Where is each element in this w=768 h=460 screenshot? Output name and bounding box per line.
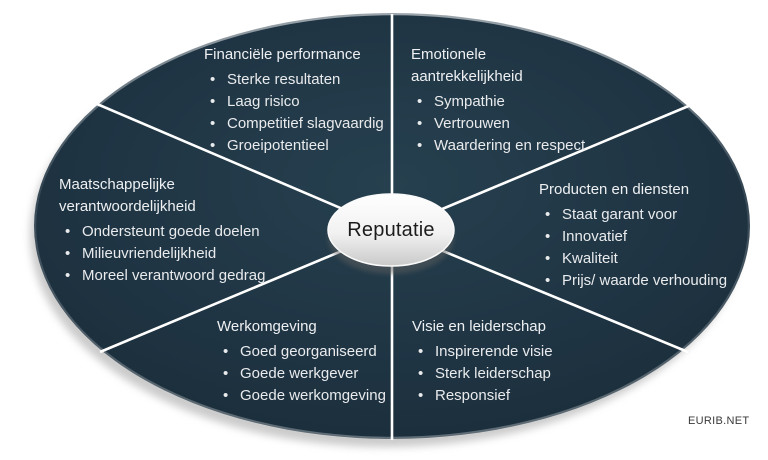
sector-item: Sterke resultaten bbox=[204, 69, 414, 91]
sector-item: Goede werkomgeving bbox=[217, 385, 412, 407]
sector-emotionele-aantrekkelijkheid: Emotionele aantrekkelijkheid Sympathie V… bbox=[411, 44, 596, 157]
sector-item-list: Sympathie Vertrouwen Waardering en respe… bbox=[411, 91, 596, 157]
sector-heading: Maatschappelijke verantwoordelijkheid bbox=[59, 176, 196, 215]
sector-item: Competitief slagvaardig bbox=[204, 113, 414, 135]
sector-item: Waardering en respect bbox=[411, 135, 596, 157]
sector-producten-en-diensten: Producten en diensten Staat garant voor … bbox=[539, 179, 749, 292]
sector-item: Milieuvriendelijkheid bbox=[59, 243, 287, 265]
sector-item: Staat garant voor bbox=[539, 204, 749, 226]
sector-item-list: Goed georganiseerd Goede werkgever Goede… bbox=[217, 341, 412, 407]
sector-item: Laag risico bbox=[204, 91, 414, 113]
center-label: Reputatie bbox=[347, 218, 435, 241]
sector-item: Vertrouwen bbox=[411, 113, 596, 135]
sector-item: Moreel verantwoord gedrag bbox=[59, 265, 287, 287]
sector-item-list: Sterke resultaten Laag risico Competitie… bbox=[204, 69, 414, 157]
sector-heading: Producten en diensten bbox=[539, 181, 690, 198]
sector-item: Goede werkgever bbox=[217, 363, 412, 385]
sector-item: Kwaliteit bbox=[539, 248, 749, 270]
sector-item-list: Ondersteunt goede doelen Milieuvriendeli… bbox=[59, 221, 287, 287]
sector-heading: Financiële performance bbox=[204, 46, 361, 63]
sector-item: Goed georganiseerd bbox=[217, 341, 412, 363]
sector-heading: Werkomgeving bbox=[217, 318, 317, 335]
sector-heading: Visie en leiderschap bbox=[412, 318, 546, 335]
sector-werkomgeving: Werkomgeving Goed georganiseerd Goede we… bbox=[217, 316, 412, 407]
sector-item-list: Staat garant voor Innovatief Kwaliteit P… bbox=[539, 204, 749, 292]
sector-maatschappelijke-verantwoordelijkheid: Maatschappelijke verantwoordelijkheid On… bbox=[59, 174, 287, 287]
sector-item: Ondersteunt goede doelen bbox=[59, 221, 287, 243]
sector-item: Groeipotentieel bbox=[204, 135, 414, 157]
sector-item-list: Inspirerende visie Sterk leiderschap Res… bbox=[412, 341, 602, 407]
sector-visie-en-leiderschap: Visie en leiderschap Inspirerende visie … bbox=[412, 316, 602, 407]
sector-item: Inspirerende visie bbox=[412, 341, 602, 363]
sector-financiele-performance: Financiële performance Sterke resultaten… bbox=[204, 44, 414, 157]
sector-item: Prijs/ waarde verhouding bbox=[539, 270, 749, 292]
sector-heading: Emotionele aantrekkelijkheid bbox=[411, 46, 523, 85]
center-ellipse bbox=[327, 193, 455, 267]
sector-item: Sterk leiderschap bbox=[412, 363, 602, 385]
watermark-eurib: EURIB.NET bbox=[688, 415, 750, 427]
sector-item: Innovatief bbox=[539, 226, 749, 248]
sector-item: Sympathie bbox=[411, 91, 596, 113]
sector-item: Responsief bbox=[412, 385, 602, 407]
